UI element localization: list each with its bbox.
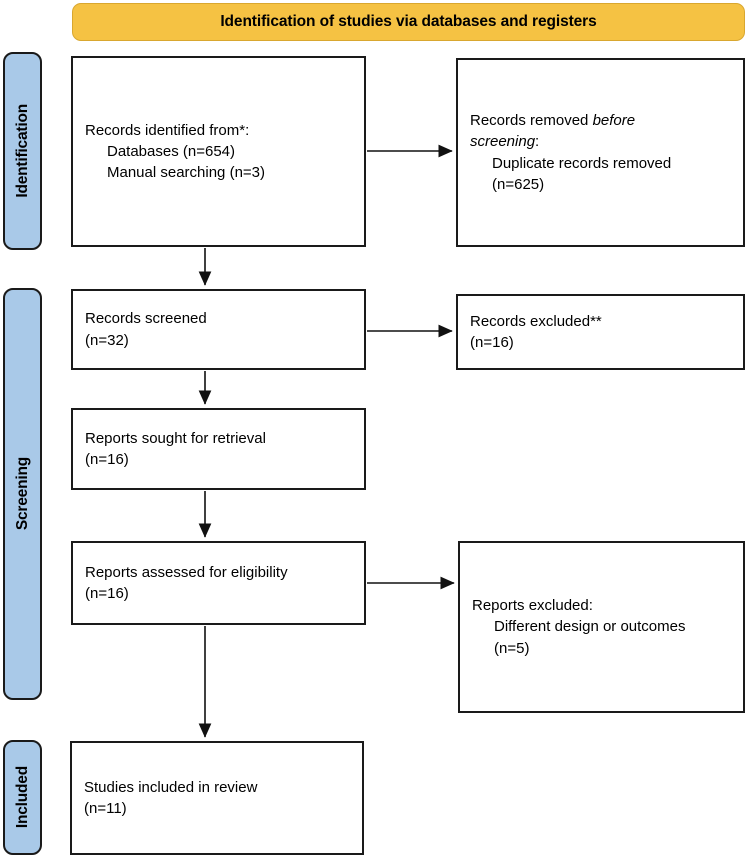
- node-records-identified: Records identified from*: Databases (n=6…: [71, 56, 366, 247]
- node-records-removed: Records removed before screening: Duplic…: [456, 58, 745, 247]
- node-records-identified-line-3: Manual searching (n=3): [107, 164, 266, 182]
- node-records-excluded-line-1: Records excluded**: [470, 312, 602, 330]
- node-records-excluded-line-2: (n=16): [470, 334, 514, 351]
- node-reports-sought: Reports sought for retrieval (n=16): [71, 408, 366, 490]
- stage-label-included: Included: [3, 740, 42, 855]
- node-reports-excluded-line-2: Different design or outcomes: [494, 618, 686, 636]
- node-studies-included-line-2: (n=11): [84, 800, 127, 817]
- node-records-removed-line-2-italic: screening: [470, 133, 536, 151]
- node-records-removed-line-2: screening:: [470, 131, 731, 152]
- node-records-identified-line-1: Records identified from*:: [85, 121, 250, 139]
- node-reports-assessed-line-1: Reports assessed for eligibility: [85, 563, 288, 581]
- node-records-removed-line-1: Records removed before: [470, 110, 731, 131]
- stage-label-identification: Identification: [3, 52, 42, 250]
- node-records-removed-line-1-plain: Records removed: [470, 111, 593, 129]
- node-reports-assessed-line-2: (n=16): [85, 585, 129, 602]
- stage-label-screening: Screening: [3, 288, 42, 700]
- diagram-header-title: Identification of studies via databases …: [220, 13, 597, 30]
- node-records-screened-line-1: Records screened: [85, 310, 207, 328]
- node-records-removed-line-3: Duplicate records removed: [492, 154, 672, 172]
- node-records-screened-line-2: (n=32): [85, 331, 129, 349]
- node-reports-sought-line-2: (n=16): [85, 451, 129, 468]
- node-studies-included-line-1: Studies included in review: [84, 778, 258, 796]
- node-reports-excluded-line-1: Reports excluded:: [472, 597, 593, 615]
- node-reports-sought-line-1: Reports sought for retrieval: [85, 429, 266, 447]
- node-studies-included: Studies included in review (n=11): [70, 741, 364, 855]
- diagram-header-banner: Identification of studies via databases …: [72, 3, 745, 41]
- node-records-screened: Records screened (n=32): [71, 289, 366, 370]
- node-records-excluded: Records excluded** (n=16): [456, 294, 745, 370]
- node-reports-excluded-line-3: (n=5): [494, 639, 530, 657]
- node-reports-excluded: Reports excluded: Different design or ou…: [458, 541, 745, 713]
- node-records-removed-line-2-plain: :: [535, 133, 540, 151]
- node-reports-assessed: Reports assessed for eligibility (n=16): [71, 541, 366, 625]
- node-records-removed-line-4: (n=625): [492, 175, 545, 193]
- node-records-identified-line-2: Databases (n=654): [107, 142, 235, 160]
- node-records-removed-line-1-italic: before: [592, 111, 636, 129]
